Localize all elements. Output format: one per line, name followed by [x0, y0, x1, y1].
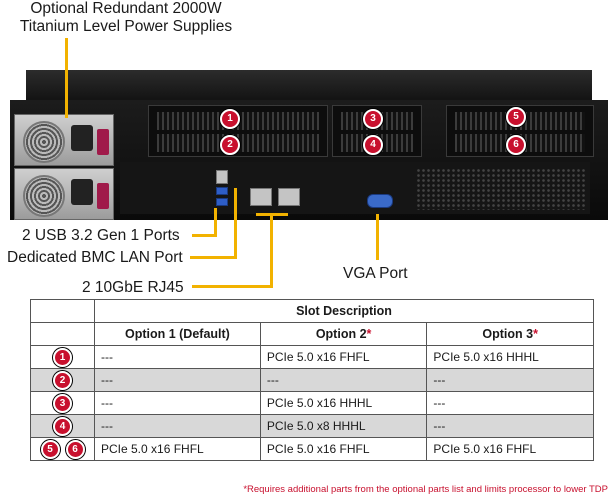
cell-option2: PCIe 5.0 x16 FHFL: [259, 437, 428, 461]
slot-number-badge: 5: [40, 439, 60, 459]
psu-fan-icon: [23, 121, 65, 163]
slot-badge-2: 2: [220, 135, 240, 155]
cell-option2: PCIe 5.0 x16 HHHL: [259, 391, 428, 415]
usb-port: [216, 198, 228, 206]
cell-option3: PCIe 5.0 x16 HHHL: [426, 345, 594, 369]
table-row: 4 --- PCIe 5.0 x8 HHHL ---: [30, 414, 594, 438]
slot-badge-4: 4: [363, 135, 383, 155]
slot-number-badge: 6: [65, 439, 85, 459]
psu-callout: Optional Redundant 2000W Titanium Level …: [10, 0, 242, 36]
psu-leader-line: [65, 38, 68, 118]
lan-port-1: [250, 188, 272, 206]
chassis-top-cover: [26, 70, 592, 104]
cell-option2: ---: [259, 368, 428, 392]
slot-badge-3: 3: [363, 109, 383, 129]
slot-number-badge: 2: [53, 370, 72, 390]
cell-option2: PCIe 5.0 x16 FHFL: [259, 345, 428, 369]
bmc-leader-line-h: [190, 256, 237, 259]
bmc-leader-line: [234, 188, 237, 258]
psu-callout-line1: Optional Redundant 2000W: [30, 0, 222, 17]
table-header-row: Option 1 (Default) Option 2* Option 3*: [30, 322, 594, 346]
usb-leader-line: [214, 208, 217, 236]
cell-option3: ---: [426, 368, 594, 392]
slot-number-badge: 3: [53, 393, 72, 413]
cell-option1: ---: [94, 391, 261, 415]
footnote: *Requires additional parts from the opti…: [243, 484, 608, 495]
slot-badge-5: 5: [506, 107, 526, 127]
slot-description-table: Slot Description Option 1 (Default) Opti…: [30, 299, 594, 461]
header-option1: Option 1 (Default): [94, 322, 261, 346]
psu-handle: [97, 129, 109, 155]
io-panel: [120, 162, 590, 214]
cell-option3: PCIe 5.0 x16 FHFL: [426, 437, 594, 461]
lan-leader-bracket: [256, 213, 288, 216]
slot-badge-1: 1: [220, 109, 240, 129]
header-option2: Option 2*: [259, 322, 428, 346]
cell-option1: PCIe 5.0 x16 FHFL: [94, 437, 261, 461]
table-title: Slot Description: [94, 299, 594, 323]
table-row: 1 --- PCIe 5.0 x16 FHFL PCIe 5.0 x16 HHH…: [30, 345, 594, 369]
table-title-row: Slot Description: [30, 299, 594, 323]
lan-leader-line: [270, 213, 273, 287]
power-supply-2: [14, 168, 114, 220]
vga-callout: VGA Port: [343, 265, 408, 282]
vent-grid: [416, 168, 586, 210]
slot-badge-6: 6: [506, 135, 526, 155]
table-row: 3 --- PCIe 5.0 x16 HHHL ---: [30, 391, 594, 415]
header-option3: Option 3*: [426, 322, 594, 346]
slot-number-badge: 1: [53, 347, 72, 367]
cell-option2: PCIe 5.0 x8 HHHL: [259, 414, 428, 438]
power-inlet-icon: [71, 125, 93, 151]
usb-callout: 2 USB 3.2 Gen 1 Ports: [22, 227, 180, 244]
cell-option1: ---: [94, 345, 261, 369]
table-row: 2 --- --- ---: [30, 368, 594, 392]
slot-number-badge: 4: [53, 416, 72, 436]
usb-port: [216, 187, 228, 195]
bmc-callout: Dedicated BMC LAN Port: [7, 249, 183, 266]
psu-callout-line2: Titanium Level Power Supplies: [19, 18, 233, 35]
lan-callout: 2 10GbE RJ45: [82, 279, 184, 296]
bmc-lan-port: [216, 170, 228, 184]
power-supply-1: [14, 114, 114, 166]
cell-option3: ---: [426, 414, 594, 438]
cell-option3: ---: [426, 391, 594, 415]
cell-option1: ---: [94, 414, 261, 438]
lan-leader-line-h: [192, 285, 273, 288]
cell-option1: ---: [94, 368, 261, 392]
vga-leader-line: [376, 214, 379, 260]
usb-leader-line-h: [192, 234, 217, 237]
psu-fan-icon: [23, 175, 65, 217]
psu-handle: [97, 183, 109, 209]
lan-port-2: [278, 188, 300, 206]
vga-port: [367, 194, 393, 208]
power-inlet-icon: [71, 179, 93, 205]
